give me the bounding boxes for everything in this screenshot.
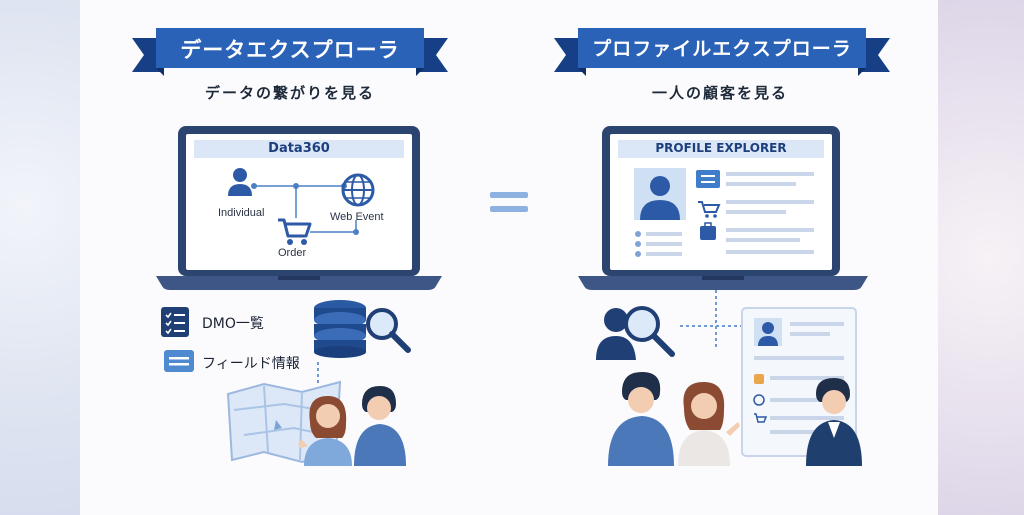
- people-left: [298, 386, 406, 466]
- equals-icon: [490, 192, 528, 212]
- people-right: [608, 372, 740, 466]
- database-icon: [314, 300, 366, 358]
- person-right-man: [806, 378, 862, 466]
- dotted-lines-right: [680, 290, 756, 350]
- node-individual: Individual: [218, 207, 265, 219]
- profile-screen-content: [634, 168, 814, 257]
- left-subtitle: データの繋がりを見る: [204, 84, 375, 102]
- checklist-icon: [161, 307, 189, 337]
- analyst-icon: [596, 306, 675, 360]
- cart-icon: [278, 218, 312, 245]
- dmo-list-label: DMO一覧: [202, 316, 264, 332]
- left-background: [0, 0, 80, 515]
- illustration-stage: データエクスプローラ データの繋がりを見る Data360 Individual…: [80, 0, 938, 515]
- right-banner-title: プロファイルエクスプローラ: [592, 38, 852, 60]
- profile-card: [741, 307, 857, 457]
- globe-icon: [341, 173, 375, 207]
- person-icon: [228, 168, 252, 196]
- magnifier-icon: [366, 308, 411, 353]
- right-subtitle: 一人の顧客を見る: [651, 84, 788, 102]
- left-banner-title: データエクスプローラ: [180, 38, 400, 62]
- dotted-connector: [317, 362, 319, 386]
- list-icon: [164, 350, 194, 372]
- left-banner: [132, 28, 448, 76]
- right-screen-title: PROFILE EXPLORER: [655, 141, 787, 155]
- node-order: Order: [278, 247, 307, 259]
- right-background: [938, 0, 1024, 515]
- right-banner: [554, 28, 890, 76]
- node-web-event: Web Event: [330, 211, 384, 223]
- left-screen-title: Data360: [268, 141, 330, 156]
- data-graph: [251, 183, 359, 235]
- left-laptop: [156, 126, 442, 290]
- field-info-label: フィールド情報: [202, 356, 300, 372]
